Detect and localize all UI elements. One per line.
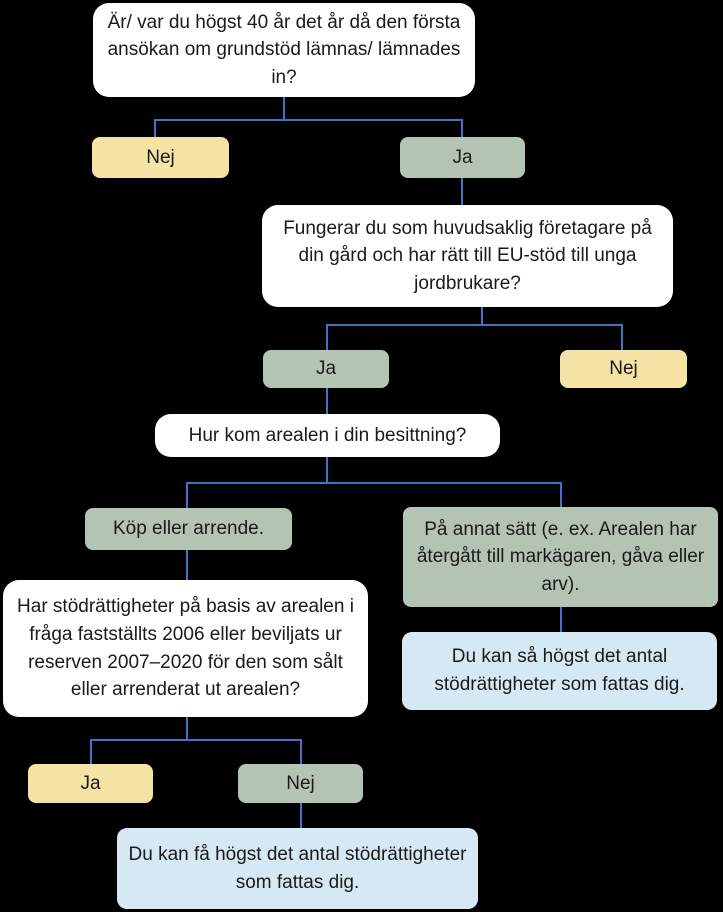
node-question-age: Är/ var du högst 40 år det år då den för… [93, 3, 475, 97]
node-answer-ja-1: Ja [400, 137, 525, 178]
node-option-other-way: På annat sätt (e. ex. Arealen har återgå… [403, 507, 718, 607]
node-option-purchase-lease: Köp eller arrende. [85, 508, 292, 550]
node-question-possession: Hur kom arealen i din besittning? [155, 414, 500, 457]
node-answer-nej-3: Nej [238, 764, 363, 803]
node-question-farmer: Fungerar du som huvudsaklig företagare p… [262, 205, 673, 307]
node-result-purchase-lease: Du kan få högst det antal stödrättighete… [117, 828, 478, 909]
node-answer-ja-2: Ja [263, 350, 389, 388]
node-question-rights-established: Har stödrättigheter på basis av arealen … [3, 580, 368, 717]
node-answer-nej-2: Nej [560, 350, 687, 388]
node-answer-nej-1: Nej [92, 137, 229, 178]
node-result-other-way: Du kan så högst det antal stödrättighete… [402, 632, 717, 710]
node-answer-ja-3: Ja [28, 764, 153, 803]
